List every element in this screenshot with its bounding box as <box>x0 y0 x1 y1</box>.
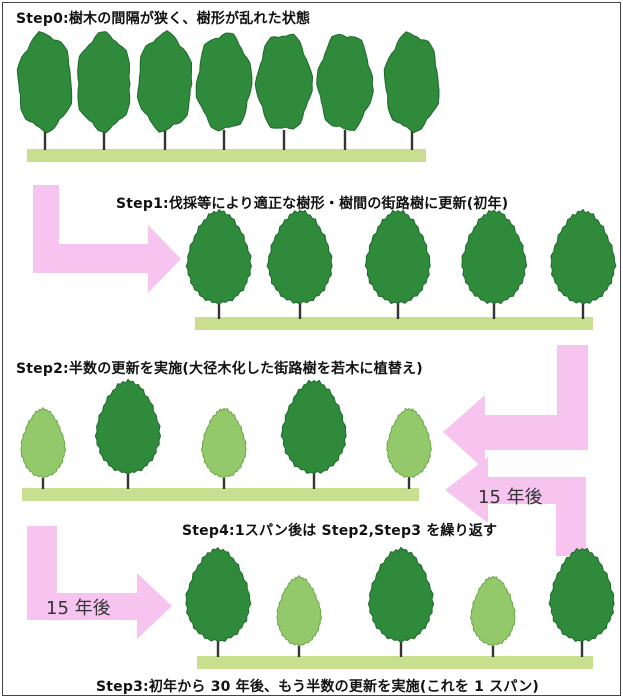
tree-crown <box>16 31 73 134</box>
mature-tree <box>280 379 347 489</box>
tree-crown <box>195 32 253 132</box>
tree-crown <box>548 547 615 643</box>
interval-label-upper: 15 年後 <box>478 487 543 508</box>
tree-crown <box>254 33 314 130</box>
trees-layer <box>16 30 617 657</box>
tree-crown <box>469 575 516 647</box>
tree-crown <box>136 30 193 133</box>
mature-tree <box>185 547 252 657</box>
tree-crown <box>316 33 374 131</box>
tree-crown <box>77 31 131 134</box>
arrows-layer <box>27 185 588 639</box>
ground-layer <box>22 149 593 669</box>
ground-strip-step3 <box>197 656 593 669</box>
interval-label-lower: 15 年後 <box>46 598 111 619</box>
tree-crown <box>550 208 617 305</box>
mature-tree <box>548 547 615 657</box>
young-tree <box>276 574 323 657</box>
step2-label: Step2:半数の更新を実施(大径木化した街路樹を若木に植替え) <box>16 361 423 377</box>
tree-crown <box>185 208 252 306</box>
tree-crown <box>200 407 247 479</box>
irregular-tree <box>383 31 440 150</box>
irregular-tree <box>195 32 253 150</box>
arrow-step3-to-step4 <box>445 457 586 556</box>
irregular-tree <box>316 33 374 150</box>
ground-strip-step1 <box>195 317 593 330</box>
tree-crown <box>383 31 440 133</box>
tree-crown <box>20 406 67 479</box>
arrow-step1-to-step2 <box>443 345 588 470</box>
step1-label: Step1:伐採等により適正な樹形・樹間の街路樹に更新(初年) <box>116 196 509 212</box>
young-tree <box>20 406 67 489</box>
tree-crown <box>461 209 528 305</box>
irregular-tree <box>77 31 131 150</box>
young-tree <box>386 407 432 489</box>
tree-crown <box>185 547 252 643</box>
tree-crown <box>276 574 323 647</box>
mature-tree <box>185 208 252 319</box>
tree-crown <box>386 407 432 479</box>
mature-tree <box>367 546 435 657</box>
tree-crown <box>364 209 431 305</box>
young-tree <box>469 575 516 657</box>
young-tree <box>200 407 247 489</box>
step3-label: Step3:初年から 30 年後、もう半数の更新を実施(これを 1 スパン) <box>96 679 540 695</box>
ground-strip-step0 <box>27 149 426 162</box>
tree-crown <box>367 546 435 644</box>
mature-tree <box>266 209 333 319</box>
mature-tree <box>461 209 528 319</box>
irregular-tree <box>136 30 193 150</box>
arrow-step2-to-step3 <box>27 526 172 639</box>
mature-tree <box>550 208 617 319</box>
tree-crown <box>280 379 347 475</box>
step0-label: Step0:樹木の間隔が狭く、樹形が乱れた状態 <box>16 11 311 27</box>
mature-tree <box>94 378 162 489</box>
tree-crown <box>94 378 162 476</box>
ground-strip-step2 <box>22 488 419 501</box>
mature-tree <box>364 209 431 319</box>
arrow-step0-to-step1 <box>33 185 181 293</box>
tree-crown <box>266 209 333 305</box>
step4-label: Step4:1スパン後は Step2,Step3 を繰り返す <box>182 523 498 539</box>
irregular-tree <box>254 33 314 150</box>
irregular-tree <box>16 31 73 150</box>
